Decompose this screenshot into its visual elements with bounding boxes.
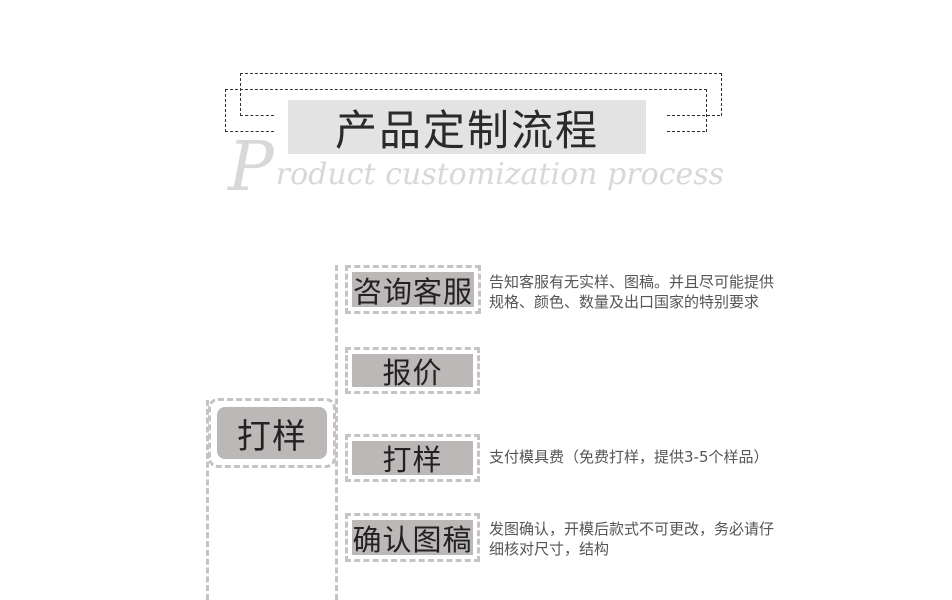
step-consult: 咨询客服 [345, 265, 481, 314]
subtitle-initial: P [228, 128, 274, 207]
step-label: 打样 [352, 441, 473, 477]
title-frame-outer [240, 73, 722, 116]
step-label: 确认图稿 [352, 520, 473, 557]
title-frame-inner-bottom-left [225, 131, 274, 132]
sub-timeline [335, 265, 338, 600]
step-confirm-artwork: 确认图稿 [345, 513, 480, 562]
main-timeline [206, 400, 209, 600]
title-frame-outer-bottom-left [240, 115, 274, 116]
step-quote: 报价 [345, 347, 480, 394]
step-confirm-description: 发图确认，开模后款式不可更改，务必请仔 细核对尺寸，结构 [489, 520, 775, 558]
title-frame-inner [225, 89, 707, 132]
step-sample: 打样 [345, 434, 480, 482]
title-frame-inner-bottom-right [667, 131, 705, 132]
title-frame-outer-bottom-right [667, 115, 720, 116]
step-consult-description: 告知客服有无实样、图稿。并且尽可能提供 规格、颜色、数量及出口国家的特别要求 [489, 273, 775, 311]
main-step-label: 打样 [217, 407, 327, 459]
page-title: 产品定制流程 [288, 100, 646, 155]
step-label: 咨询客服 [352, 272, 474, 309]
step-label: 报价 [352, 354, 473, 390]
step-sample-description: 支付模具费（免费打样，提供3-5个样品） [489, 448, 769, 466]
subtitle-text: roduct customization process [275, 157, 724, 192]
subtitle: Product customization process [228, 128, 728, 207]
main-step-sample: 打样 [208, 398, 336, 468]
